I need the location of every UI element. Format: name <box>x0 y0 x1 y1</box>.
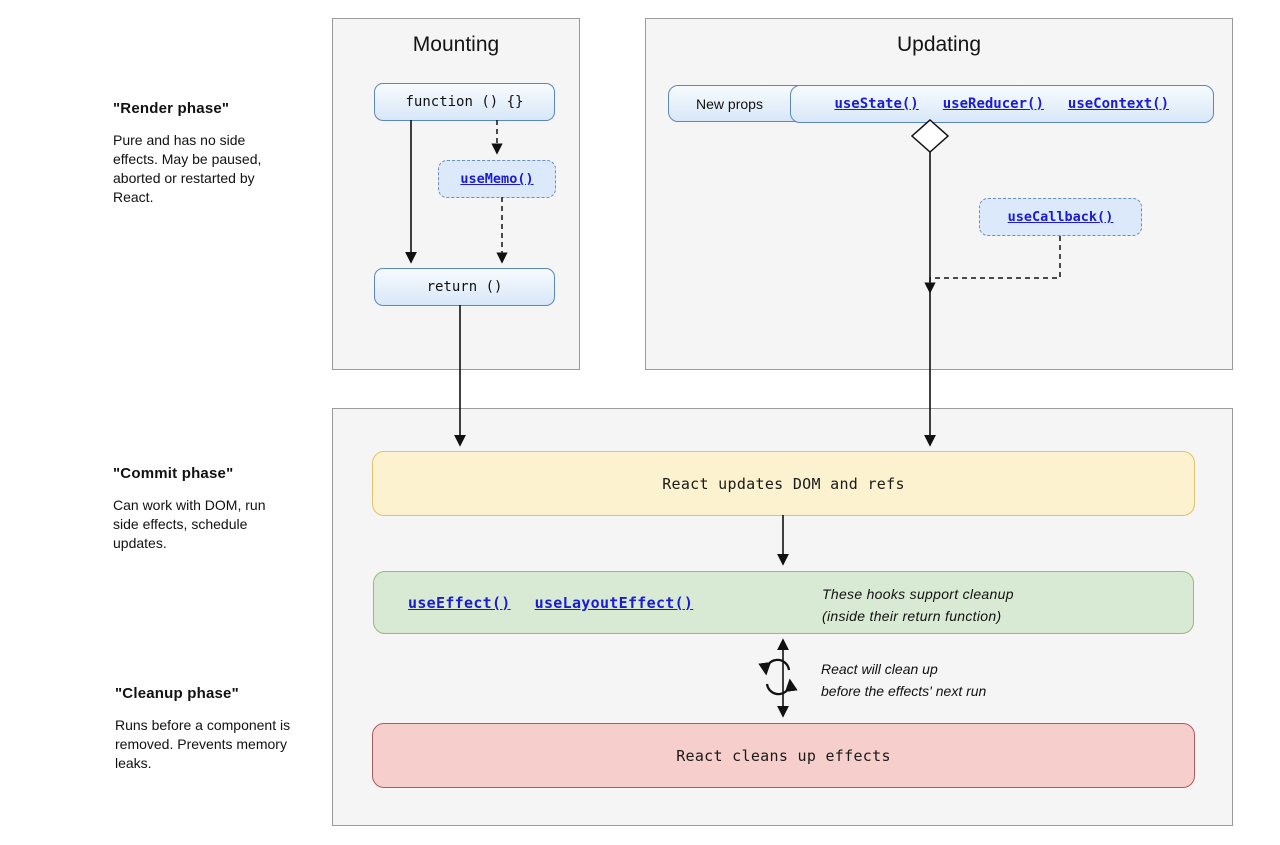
commit-cleanup-panel: React updates DOM and refs useEffect() u… <box>332 408 1233 826</box>
cleanup-phase-body: Runs before a component is removed. Prev… <box>115 717 291 771</box>
cleanup-phase-note: "Cleanup phase" Runs before a component … <box>115 685 297 773</box>
commit-phase-title: "Commit phase" <box>113 465 234 482</box>
updating-panel: Updating New props useState() useReducer… <box>645 18 1233 370</box>
use-context-link[interactable]: useContext() <box>1067 95 1170 112</box>
cleanup-phase-title: "Cleanup phase" <box>115 685 239 702</box>
state-hooks-group: useState() useReducer() useContext() <box>790 84 1214 123</box>
cleanup-note-line2: before the effects' next run <box>821 683 987 699</box>
react-updates-dom-box: React updates DOM and refs <box>372 451 1195 516</box>
commit-phase-body: Can work with DOM, run side effects, sch… <box>113 497 266 551</box>
use-layout-effect-link[interactable]: useLayoutEffect() <box>534 593 694 612</box>
updating-title: Updating <box>896 33 982 56</box>
use-state-link[interactable]: useState() <box>834 95 919 112</box>
react-cleans-up-box: React cleans up effects <box>372 723 1195 788</box>
mounting-panel: Mounting function () {} useMemo() return… <box>332 18 580 370</box>
render-phase-note: "Render phase" Pure and has no side effe… <box>113 100 281 207</box>
mounting-title: Mounting <box>412 33 500 56</box>
use-effect-link[interactable]: useEffect() <box>408 593 511 612</box>
use-memo-link[interactable]: useMemo() <box>460 171 534 187</box>
render-phase-title: "Render phase" <box>113 100 230 117</box>
effects-note-line2: (inside their return function) <box>822 608 1002 624</box>
render-phase-body: Pure and has no side effects. May be pau… <box>113 132 262 205</box>
use-memo-box: useMemo() <box>438 160 556 198</box>
new-props-label: New props <box>696 95 763 112</box>
use-reducer-link[interactable]: useReducer() <box>942 95 1044 112</box>
return-box: return () <box>374 268 555 306</box>
effects-note-line1: These hooks support cleanup <box>822 586 1014 602</box>
use-callback-link[interactable]: useCallback() <box>1007 209 1114 225</box>
update-triggers-pill: New props useState() useReducer() useCon… <box>668 84 1214 123</box>
cleanup-note-line1: React will clean up <box>821 661 938 677</box>
commit-phase-note: "Commit phase" Can work with DOM, run si… <box>113 465 291 553</box>
cleanup-cycle-note: React will clean up before the effects' … <box>821 658 986 702</box>
effects-cleanup-note: These hooks support cleanup (inside thei… <box>822 583 1014 627</box>
effect-hooks-box: useEffect() useLayoutEffect() These hook… <box>373 571 1194 634</box>
function-box: function () {} <box>374 83 555 121</box>
use-callback-box: useCallback() <box>979 198 1142 236</box>
